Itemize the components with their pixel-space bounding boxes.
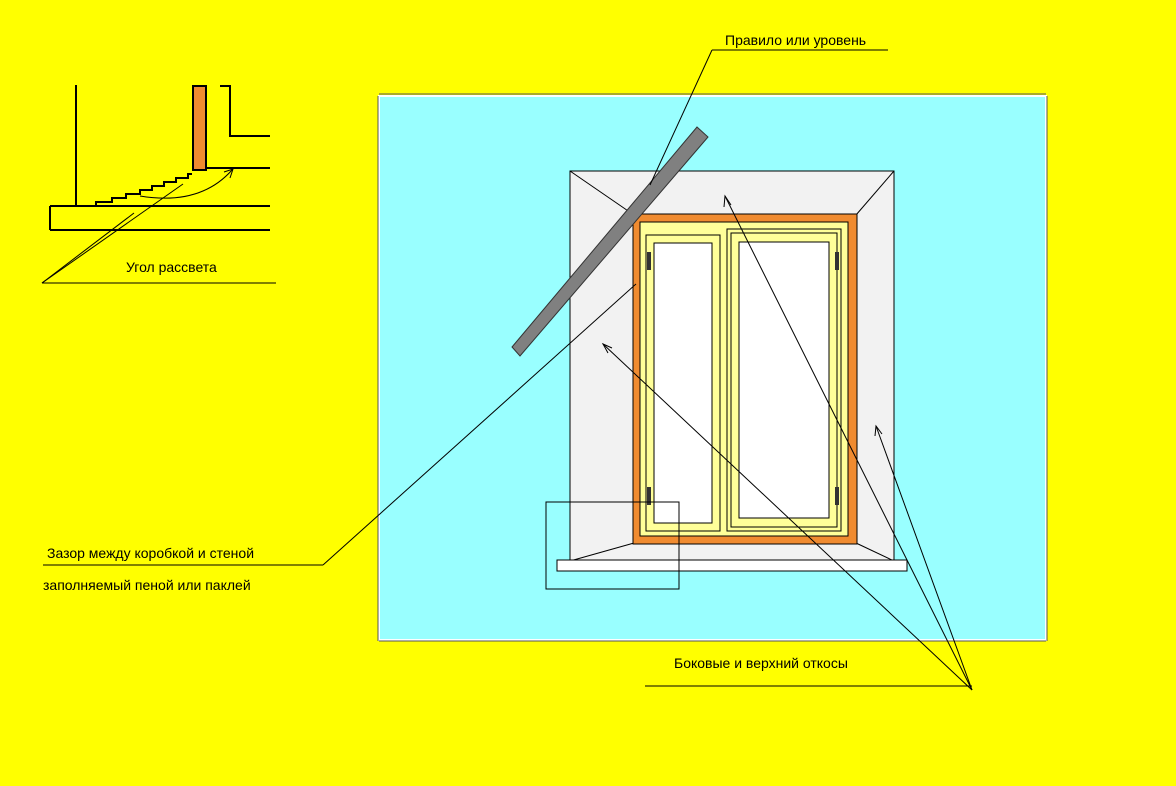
gap-label-line1: Зазор между коробкой и стеной [47,545,254,561]
inset-sash-profile [220,85,270,137]
slope-corner-tl [569,170,635,216]
splay-leader-1 [41,183,184,284]
inset-splay-slope [76,173,192,207]
hinge-bottom-right [835,487,839,505]
window-sill [556,559,908,572]
detail-callout-box [545,501,680,590]
slopes-label: Боковые и верхний откосы [674,655,848,671]
hinge-top-right [835,252,839,270]
slope-leader-left [602,343,973,691]
slope-leader-right [875,425,973,691]
slope-arrow-right [874,424,883,437]
inset-frame-profile [192,85,207,171]
inset-angle-arc [139,169,233,199]
slope-corner-tr [855,170,895,216]
left-sash-glass [653,242,713,524]
right-sash-edge [730,232,838,528]
splay-angle-inset [49,85,270,231]
slope-arrow-left [601,342,613,354]
level-tool-bar [511,126,709,357]
hinge-top-left [647,252,651,270]
right-sash-glass [738,241,830,519]
level-leader [649,49,713,186]
inset-arrow-head [223,168,234,179]
hinge-bottom-left [647,487,651,505]
level-tool-label: Правило или уровень [725,32,866,48]
slope-corner-bl [569,542,635,562]
splay-angle-label: Угол рассвета [126,259,217,275]
gap-leader [322,283,637,566]
gap-label-line2: заполняемый пеной или паклей [43,577,251,593]
slope-arrow-top [723,194,732,208]
slope-leader-top [724,195,973,691]
slopes-leaders [601,194,973,691]
splay-leader-2 [41,212,135,284]
slope-corner-br [855,542,895,562]
